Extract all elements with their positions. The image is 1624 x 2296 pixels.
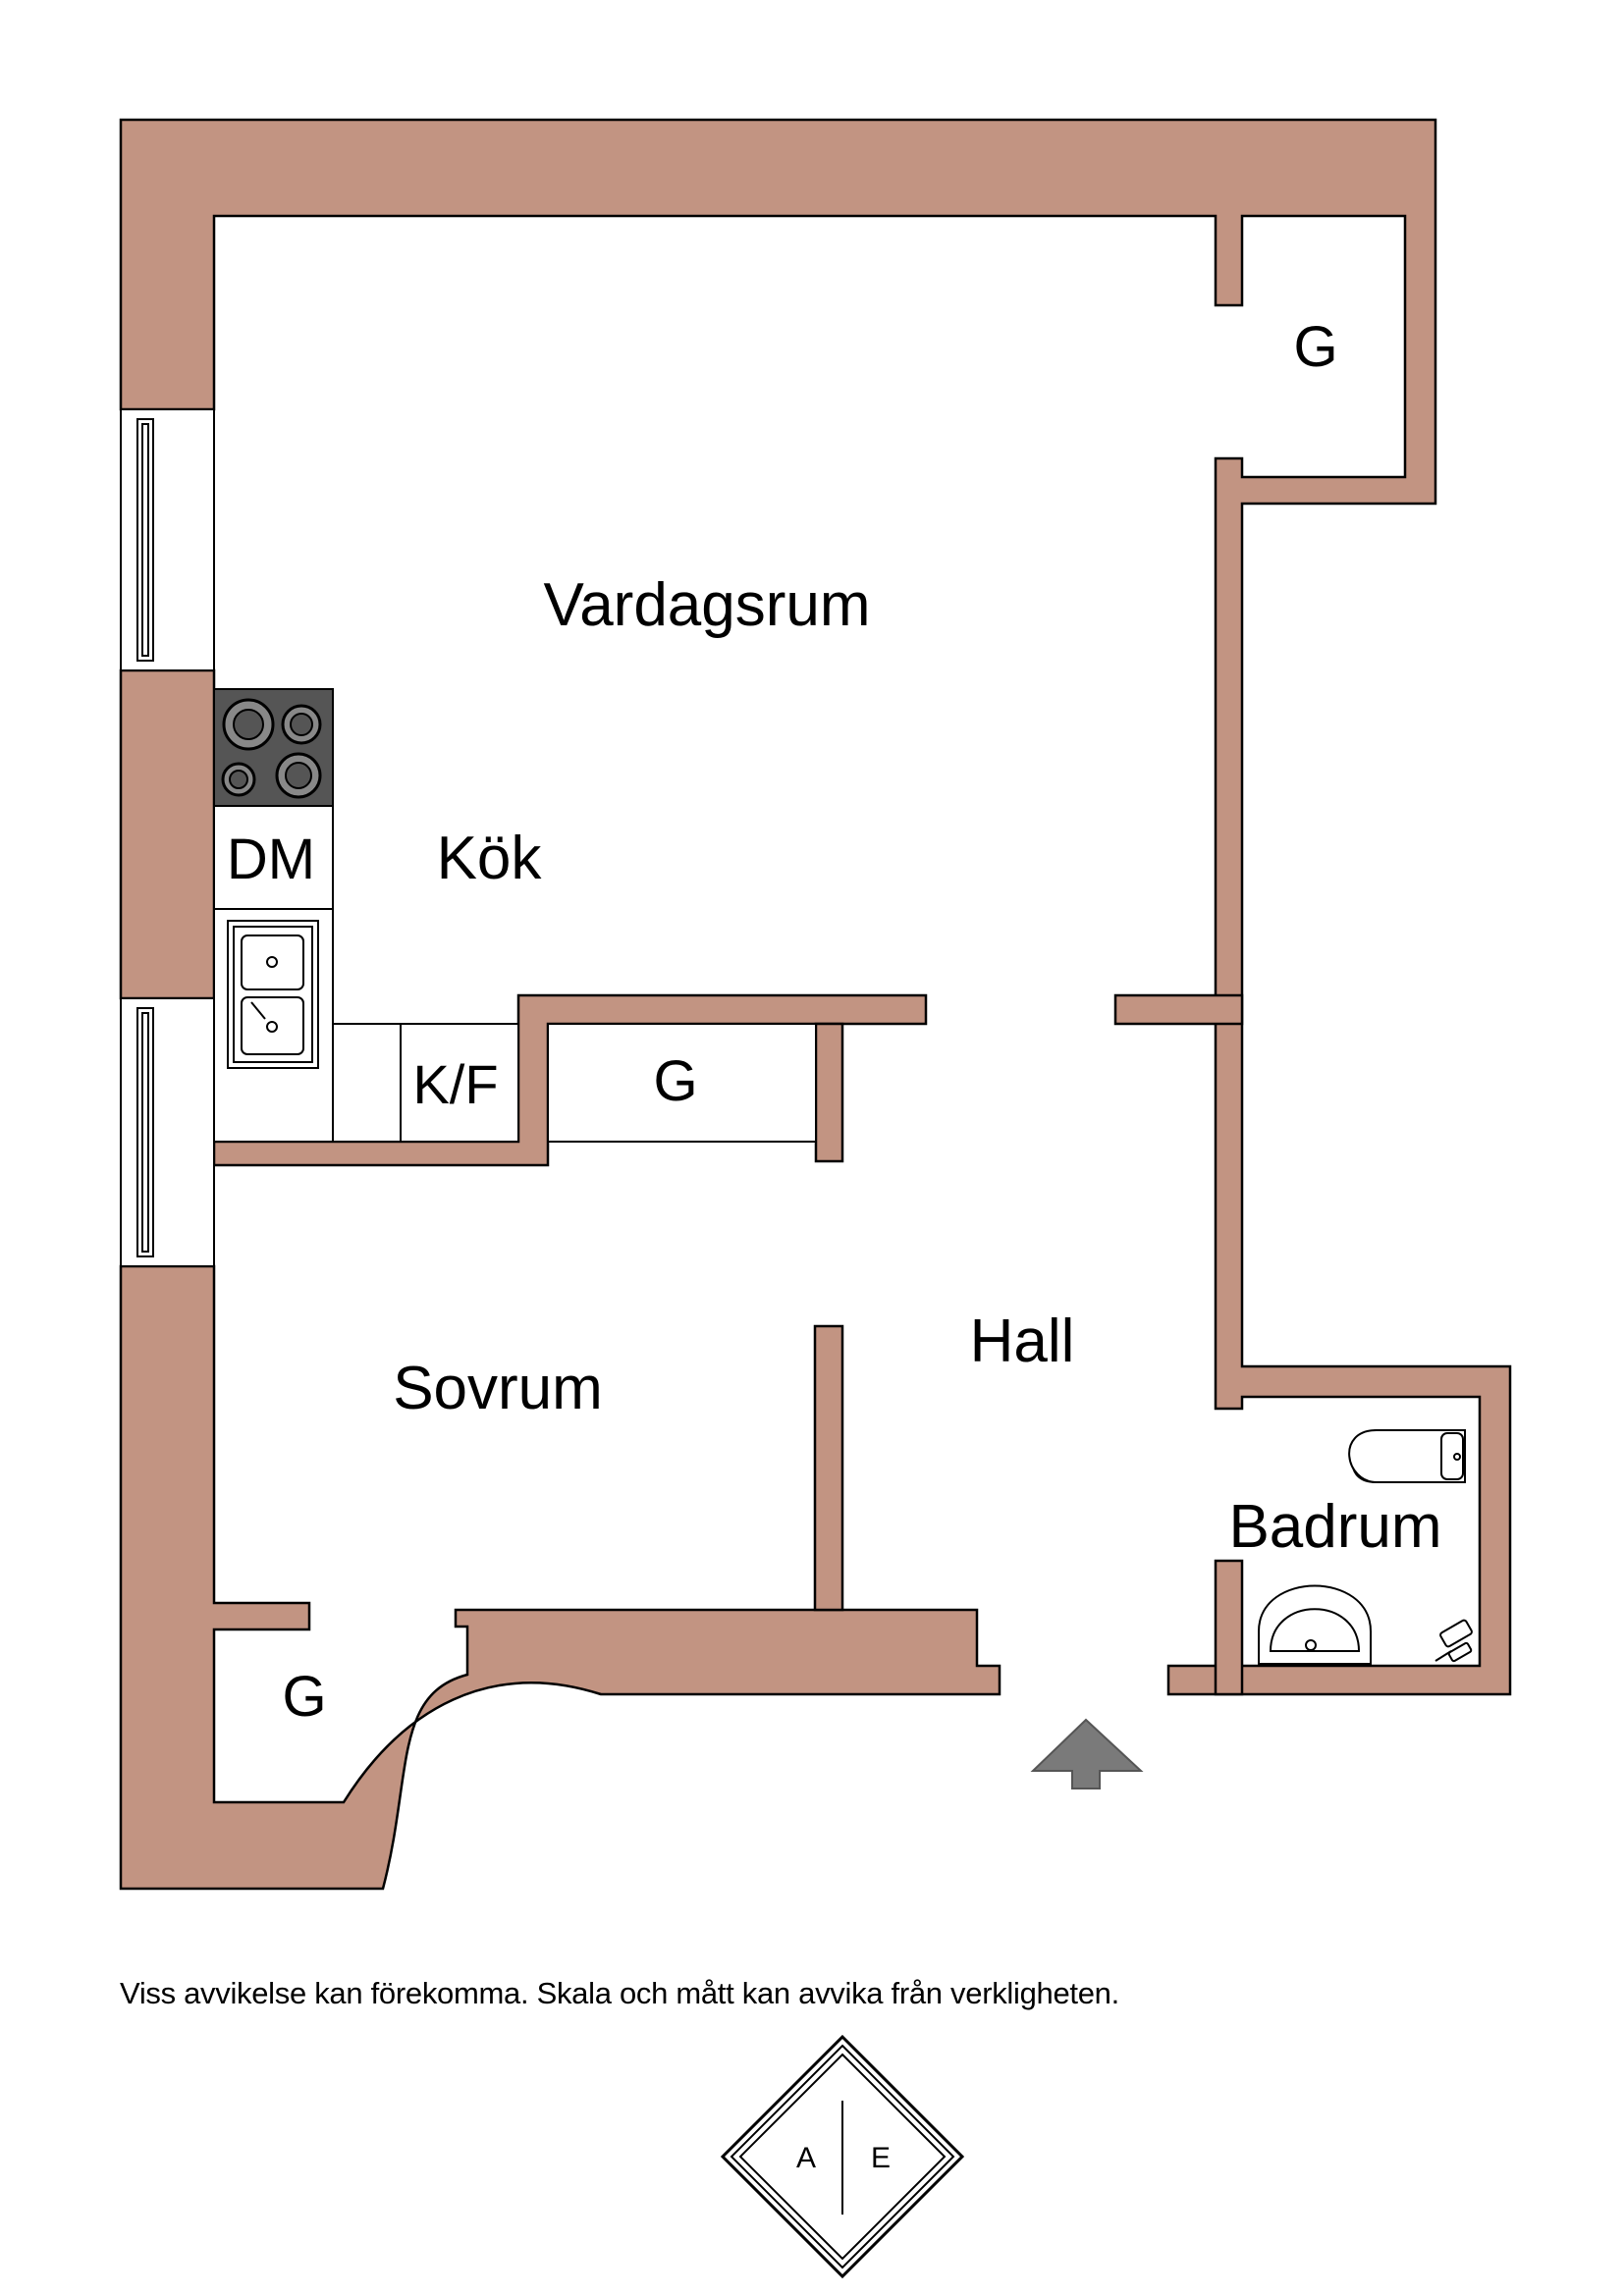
room-label-vardagsrum: Vardagsrum xyxy=(543,571,870,639)
room-label-hall: Hall xyxy=(970,1308,1075,1375)
interior-wall-bathroom xyxy=(1214,1559,1244,1696)
closet-label-bottom-left: G xyxy=(282,1665,326,1729)
washbasin-icon xyxy=(1258,1584,1372,1665)
interior-wall-hall-stub xyxy=(1113,993,1244,1026)
closet-label-top-right: G xyxy=(1293,315,1337,379)
walls xyxy=(119,118,1512,1891)
window-icon xyxy=(120,997,215,1267)
window-icon xyxy=(120,408,215,671)
sink-icon xyxy=(227,920,319,1069)
room-label-sovrum: Sovrum xyxy=(393,1355,603,1422)
left-wall-middle xyxy=(119,668,216,1000)
shower-icon xyxy=(1435,1619,1473,1663)
logo-letter-left: A xyxy=(796,2142,816,2174)
outer-wall-bottom xyxy=(119,1264,1001,1891)
interior-wall-bedroom xyxy=(813,1324,844,1612)
interior-wall-closet xyxy=(814,1022,844,1163)
closet-label-middle: G xyxy=(653,1049,697,1113)
fixture-label-dishwasher: DM xyxy=(227,828,315,891)
room-label-badrum: Badrum xyxy=(1228,1493,1441,1561)
disclaimer-text: Viss avvikelse kan förekomma. Skala och … xyxy=(120,1976,1119,2010)
logo-letter-right: E xyxy=(871,2142,891,2174)
logo xyxy=(720,2034,965,2279)
stove-icon xyxy=(213,688,334,807)
entrance-arrow-icon xyxy=(1030,1718,1144,1789)
outer-wall-top xyxy=(119,118,1512,1696)
room-label-kok: Kök xyxy=(437,825,543,892)
fixture-label-fridge-freezer: K/F xyxy=(412,1053,498,1115)
toilet-icon xyxy=(1348,1429,1466,1483)
